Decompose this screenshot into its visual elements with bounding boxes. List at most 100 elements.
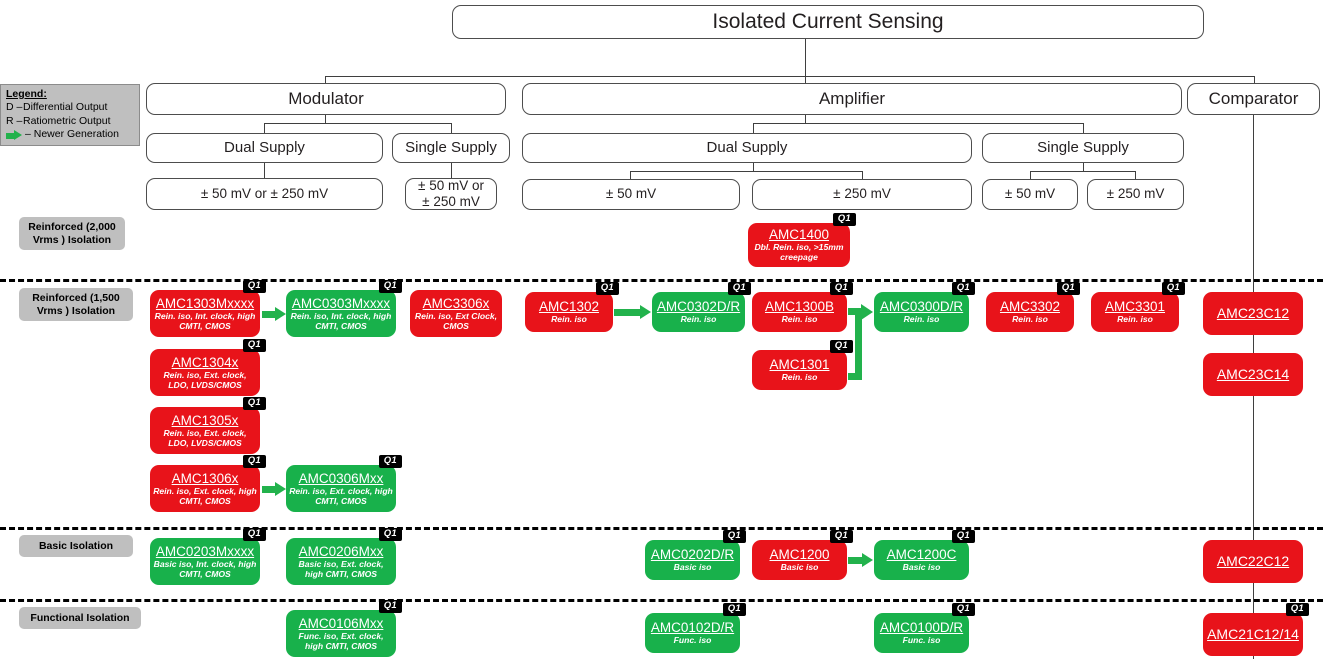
part-name: AMC0303Mxxxx (291, 295, 391, 311)
q1-badge: Q1 (727, 282, 751, 295)
q1-badge: Q1 (242, 397, 266, 410)
q1-badge: Q1 (242, 528, 266, 541)
green-arrow-icon (6, 129, 23, 141)
part-subtitle: Rein. iso, Ext Clock, CMOS (414, 310, 498, 331)
row-label-reinforced-1500: Reinforced (1,500 Vrms ) Isolation (19, 288, 133, 321)
supply-box-amplifier-dual: Dual Supply (522, 133, 972, 163)
part-box-amc23c12[interactable]: AMC23C12 (1203, 292, 1303, 335)
part-name: AMC0206Mxx (298, 543, 384, 559)
part-subtitle: Basic iso, Ext. clock, high CMTI, CMOS (298, 558, 384, 579)
part-subtitle: Rein. iso (781, 314, 818, 325)
row-label-functional-isolation: Functional Isolation (19, 607, 141, 629)
connector-root-down (805, 39, 807, 76)
part-name: AMC1301 (769, 357, 830, 373)
range-box-mod-single: ± 50 mV or ± 250 mV (405, 178, 497, 210)
q1-badge: Q1 (242, 455, 266, 468)
q1-badge: Q1 (1285, 603, 1309, 616)
part-box-amc22c12[interactable]: AMC22C12 (1203, 540, 1303, 583)
range-box-amp-dual-250: ± 250 mV (752, 179, 972, 210)
part-subtitle: Func. iso (673, 635, 712, 646)
part-box-amc23c14[interactable]: AMC23C14 (1203, 353, 1303, 396)
part-name: AMC23C12 (1216, 304, 1290, 321)
legend-row-newer-generation: – Newer Generation (6, 128, 134, 141)
legend-title: Legend: (6, 88, 47, 100)
part-box-amc21c12-14[interactable]: AMC21C12/14 Q1 (1203, 603, 1309, 656)
divider-basic (0, 599, 1323, 602)
connector-amplifier-down (805, 115, 807, 123)
part-subtitle: Rein. iso (903, 314, 940, 325)
part-name: AMC21C12/14 (1207, 625, 1299, 642)
connector-ampsingle-range-bus (1030, 171, 1135, 173)
q1-badge: Q1 (242, 339, 266, 352)
connector-amplifier-stub (805, 76, 807, 83)
part-name: AMC1305x (171, 412, 239, 428)
q1-badge: Q1 (1056, 282, 1080, 295)
supply-box-modulator-dual: Dual Supply (146, 133, 383, 163)
q1-badge: Q1 (722, 530, 746, 543)
legend-key-d: D – (6, 101, 23, 114)
generation-arrow-1302-to-0302 (614, 305, 652, 319)
q1-badge: Q1 (951, 603, 975, 616)
part-subtitle: Dbl. Rein. iso, >15mm creepage (754, 242, 844, 263)
part-name: AMC3306x (422, 295, 490, 311)
part-subtitle: Rein. iso (1012, 314, 1048, 325)
legend-text-d: Differential Output (23, 101, 108, 114)
legend-text-r: Ratiometric Output (23, 114, 111, 127)
row-label-reinforced-2000: Reinforced (2,000 Vrms ) Isolation (19, 217, 125, 250)
part-subtitle: Rein. iso, Ext. clock, high CMTI, CMOS (153, 485, 257, 506)
part-name: AMC0306Mxx (298, 470, 384, 486)
connector-moddual-range (264, 163, 266, 178)
part-name: AMC0102D/R (650, 620, 735, 636)
legend-row-ratiometric: R – Ratiometric Output (6, 115, 134, 128)
part-name: AMC22C12 (1216, 552, 1290, 569)
part-name: AMC1302 (538, 299, 600, 315)
connector-ampdual-range-bus (630, 171, 862, 173)
part-name: AMC1306x (171, 470, 239, 486)
legend-text-newer-generation: – Newer Generation (25, 128, 119, 141)
part-name: AMC23C14 (1216, 365, 1290, 382)
q1-badge: Q1 (829, 530, 853, 543)
part-name: AMC1200C (886, 547, 957, 563)
part-name: AMC0202D/R (650, 547, 735, 563)
range-box-mod-dual: ± 50 mV or ± 250 mV (146, 178, 383, 210)
legend: Legend: D – Differential Output R – Rati… (0, 84, 140, 146)
q1-badge: Q1 (722, 603, 746, 616)
generation-arrow-1200-to-1200c (848, 553, 874, 567)
connector-mod-dual-stub (264, 123, 266, 133)
part-subtitle: Basic iso (673, 562, 712, 573)
connector-ampdual-50-stub (630, 171, 632, 179)
part-name: AMC0302D/R (656, 299, 741, 315)
part-name: AMC3302 (999, 299, 1061, 315)
part-subtitle: Basic iso, Int. clock, high CMTI, CMOS (153, 558, 257, 579)
connector-amp-dual-stub (753, 123, 755, 133)
part-subtitle: Rein. iso (551, 314, 587, 325)
connector-modulator-supply-bus (264, 123, 451, 125)
connector-ampdual-down (753, 163, 755, 171)
q1-badge: Q1 (378, 455, 402, 468)
part-name: AMC1400 (768, 227, 830, 243)
q1-badge: Q1 (832, 213, 856, 226)
